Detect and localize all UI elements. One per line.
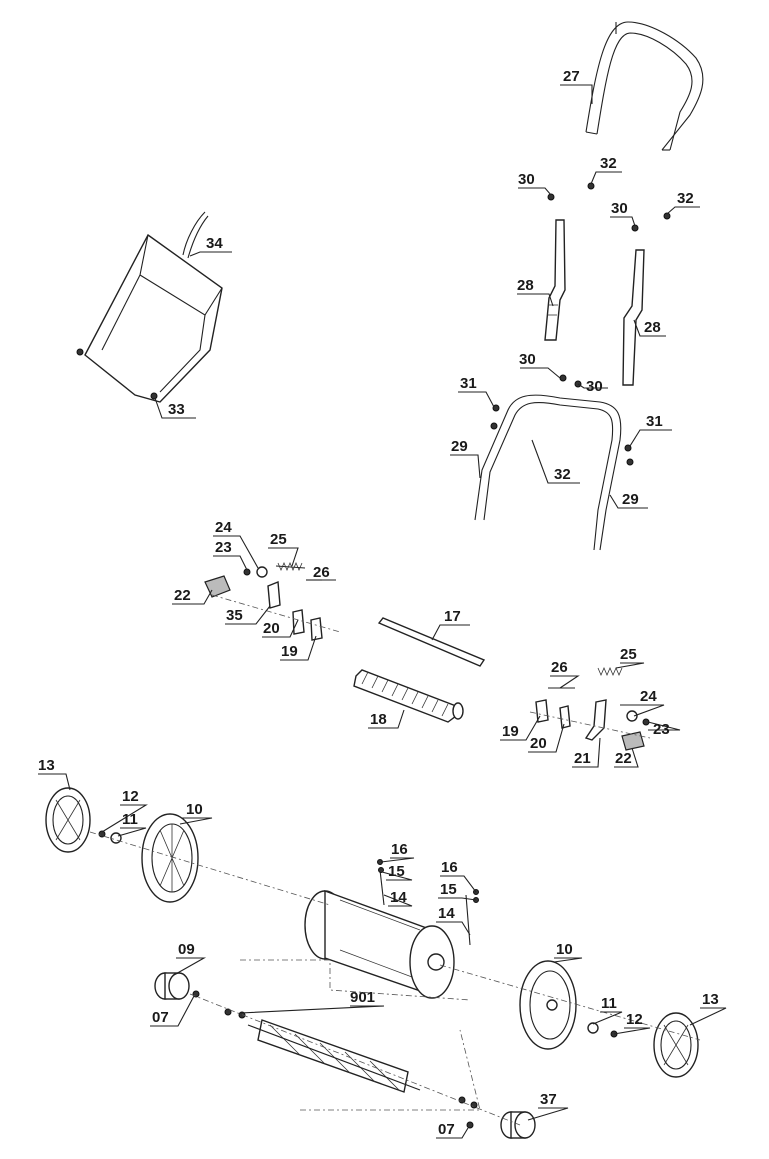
label-07: 07	[152, 1009, 169, 1026]
part-30-screw-mid-left	[559, 374, 567, 382]
label-07: 07	[438, 1121, 455, 1138]
label-30: 30	[519, 351, 536, 368]
label-12: 12	[122, 788, 139, 805]
part-18-roller	[353, 669, 464, 723]
label-34: 34	[206, 235, 223, 252]
label-901: 901	[350, 989, 375, 1006]
label-20: 20	[263, 620, 280, 637]
part-37-bearing	[500, 1111, 536, 1139]
part-28-middle-tube-left	[544, 219, 566, 341]
label-25: 25	[620, 646, 637, 663]
label-30: 30	[586, 378, 603, 395]
label-26: 26	[551, 659, 568, 676]
label-13: 13	[702, 991, 719, 1008]
label-16: 16	[391, 841, 408, 858]
label-32: 32	[554, 466, 571, 483]
label-19: 19	[502, 723, 519, 740]
label-22: 22	[615, 750, 632, 767]
label-15: 15	[440, 881, 457, 898]
part-07-screw-right	[466, 1121, 474, 1129]
label-18: 18	[370, 711, 387, 728]
part-11-washer-right	[587, 1022, 599, 1034]
label-25: 25	[270, 531, 287, 548]
part-33-grass-box	[76, 233, 223, 403]
part-901-blade-cylinder	[224, 1008, 478, 1109]
part-34-handle-strap	[182, 211, 209, 259]
label-26: 26	[313, 564, 330, 581]
label-20: 20	[530, 735, 547, 752]
label-28: 28	[644, 319, 661, 336]
label-14: 14	[438, 905, 455, 922]
label-33: 33	[168, 401, 185, 418]
label-21: 21	[574, 750, 591, 767]
label-24: 24	[640, 688, 657, 705]
leader-lines	[38, 84, 727, 1139]
mower-frame	[304, 859, 479, 999]
label-15: 15	[388, 863, 405, 880]
label-29: 29	[451, 438, 468, 455]
part-11-washer-left	[110, 832, 122, 844]
part-10-wheel-left	[141, 813, 199, 903]
label-10: 10	[186, 801, 203, 818]
label-27: 27	[563, 68, 580, 85]
part-12-nut-left	[98, 830, 106, 838]
label-13: 13	[38, 757, 55, 774]
label-23: 23	[215, 539, 232, 556]
left-bracket-group	[204, 561, 341, 641]
part-13-hub-cap-right	[653, 1012, 699, 1078]
label-31: 31	[460, 375, 477, 392]
label-32: 32	[600, 155, 617, 172]
part-09-bearing	[154, 972, 190, 1000]
part-27-top-handle	[585, 21, 704, 151]
label-11: 11	[601, 995, 617, 1012]
label-12: 12	[626, 1011, 643, 1028]
label-32: 32	[677, 190, 694, 207]
part-17-shaft	[377, 617, 486, 667]
label-30: 30	[611, 200, 628, 217]
label-19: 19	[281, 643, 298, 660]
part-28-middle-tube-right	[622, 249, 645, 386]
label-16: 16	[441, 859, 458, 876]
part-10-wheel-right	[519, 960, 577, 1050]
part-13-hub-cap-left	[45, 787, 91, 853]
axis-lines	[89, 831, 701, 1126]
label-31: 31	[646, 413, 663, 430]
label-10: 10	[556, 941, 573, 958]
label-14: 14	[390, 889, 407, 906]
label-37: 37	[540, 1091, 557, 1108]
part-labels: 27 32 30 30 32 34 28 28 30 30 31 31 33 2…	[38, 68, 719, 1138]
part-29-lower-handle	[474, 394, 634, 551]
label-28: 28	[517, 277, 534, 294]
right-bracket-group	[529, 666, 651, 751]
label-17: 17	[444, 608, 461, 625]
label-09: 09	[178, 941, 195, 958]
label-29: 29	[622, 491, 639, 508]
label-24: 24	[215, 519, 232, 536]
label-11: 11	[122, 811, 138, 828]
part-30-screws-top	[547, 182, 671, 232]
label-30: 30	[518, 171, 535, 188]
label-23: 23	[653, 721, 670, 738]
label-35: 35	[226, 607, 243, 624]
label-22: 22	[174, 587, 191, 604]
